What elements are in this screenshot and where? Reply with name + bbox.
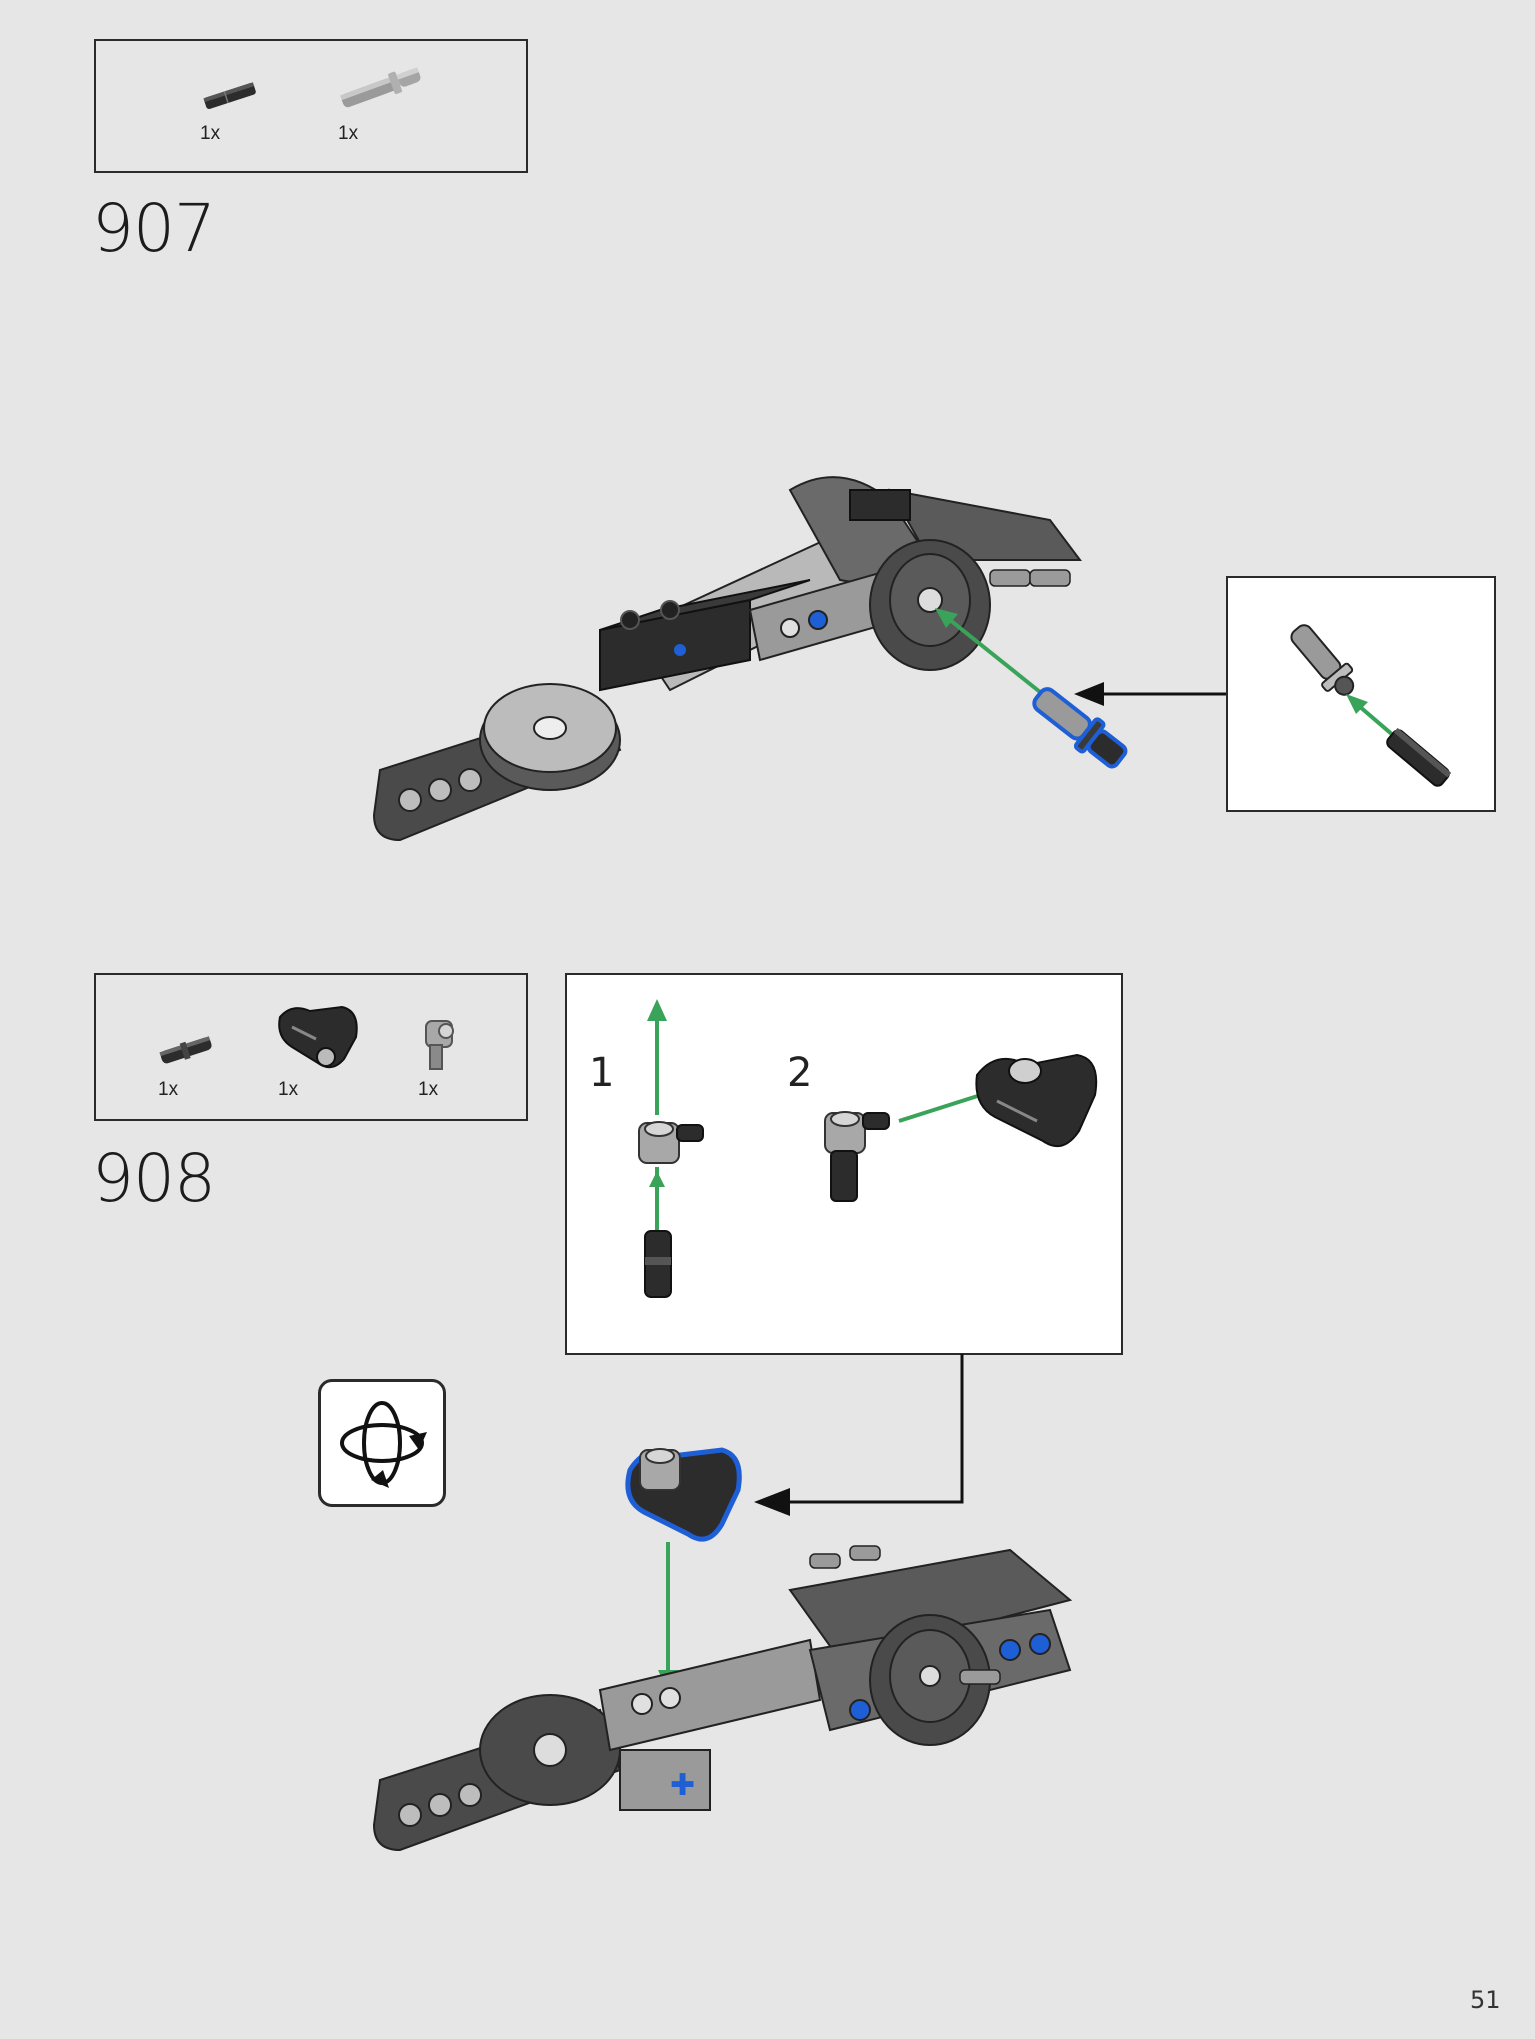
- substep-number-2: 2: [787, 1050, 813, 1096]
- grey-long-pin-icon: [340, 67, 421, 108]
- black-double-bent-beam-icon: [278, 1005, 358, 1069]
- rotate-model-icon: [318, 1379, 446, 1507]
- part-qty: 1x: [158, 1079, 179, 1100]
- parts-list-908: 1x 1x 1x: [94, 973, 528, 1121]
- callout-leader-arrow: [1074, 682, 1226, 706]
- callout-leader-arrow: [754, 1354, 964, 1516]
- part-qty: 1x: [338, 123, 359, 144]
- step-number-907: 907: [92, 190, 216, 267]
- rotate-arrows-icon: [340, 1401, 427, 1488]
- substep-1-illustration: [638, 999, 704, 1298]
- black-axle-pin-icon: [203, 82, 256, 109]
- step-907-subassembly-callout: [1226, 576, 1496, 812]
- parts-list-907: 1x 1x: [94, 39, 528, 173]
- svg-text:✚: ✚: [670, 1768, 695, 1803]
- page-number: 51: [1470, 1986, 1501, 2014]
- substep-2-illustration: [824, 1053, 1098, 1202]
- step-908-subassembly-callout: 1 2: [565, 973, 1123, 1355]
- part-qty: 1x: [278, 1079, 299, 1100]
- step-908-assembly-illustration: ✚: [372, 1447, 1073, 1852]
- substep-number-1: 1: [589, 1050, 615, 1096]
- part-qty: 1x: [200, 123, 221, 144]
- black-pin-icon: [159, 1036, 212, 1064]
- step-number-908: 908: [92, 1140, 216, 1217]
- pin-assembly-illustration: [1290, 624, 1452, 787]
- step-907-assembly-illustration: [372, 476, 1128, 842]
- part-qty: 1x: [418, 1079, 439, 1100]
- grey-angle-connector-icon: [425, 1020, 454, 1070]
